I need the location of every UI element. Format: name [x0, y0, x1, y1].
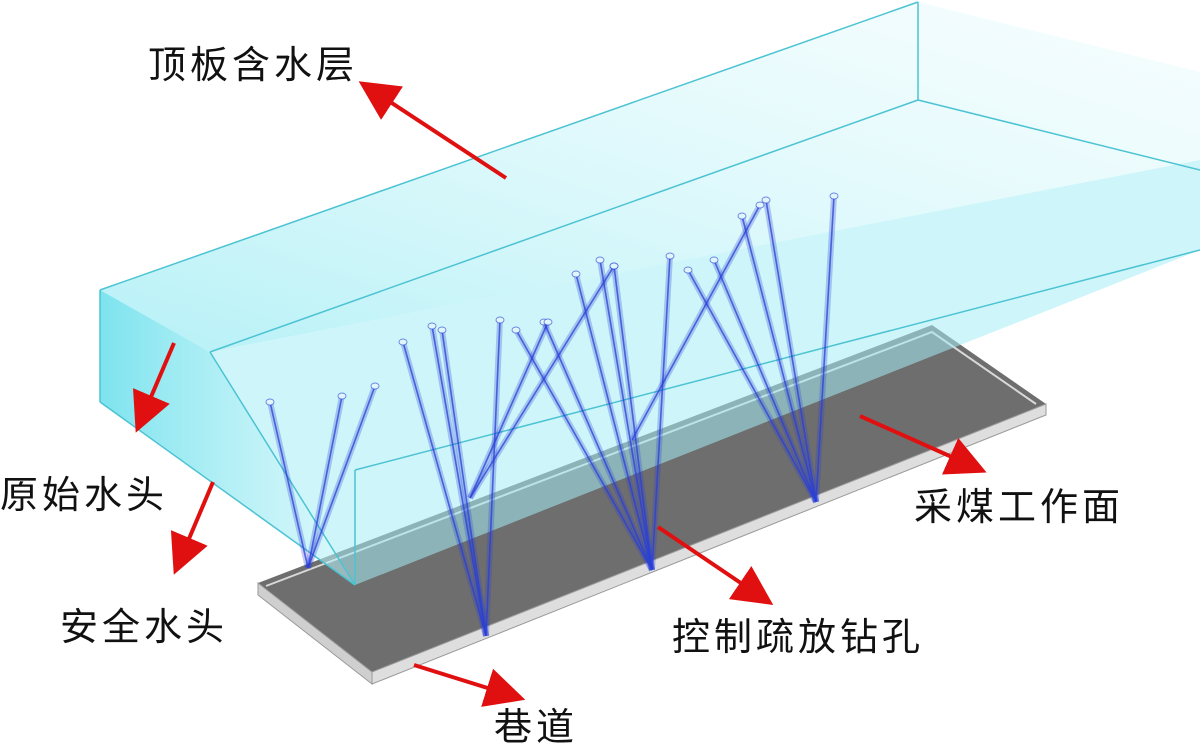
borehole-core — [307, 385, 376, 569]
borehole-core — [631, 204, 761, 441]
borehole-cap — [737, 212, 747, 220]
borehole-core — [575, 273, 653, 571]
borehole-cap — [543, 318, 553, 326]
borehole-core — [469, 265, 615, 499]
working-face-right-edge — [371, 403, 1047, 685]
borehole-core — [687, 269, 817, 503]
borehole-cap — [370, 382, 380, 390]
borehole-cap — [829, 192, 839, 200]
borehole-cap — [609, 262, 619, 270]
arrow-group — [133, 81, 987, 707]
borehole-cap — [761, 196, 771, 204]
borehole-core — [441, 329, 487, 637]
borehole-cap — [755, 201, 765, 209]
arrow-original-head — [133, 342, 176, 433]
label-original-head: 原始水头 — [0, 473, 168, 517]
borehole-core — [485, 319, 501, 637]
borehole-core — [765, 199, 817, 503]
arrow-aquifer — [358, 81, 508, 180]
borehole-core — [651, 255, 671, 571]
borehole-core — [269, 401, 309, 569]
borehole-core — [402, 341, 487, 637]
aquifer-long-face — [210, 160, 1200, 585]
borehole-cap — [665, 252, 675, 260]
borehole-cap — [709, 256, 719, 264]
borehole-cap — [427, 322, 437, 330]
arrow-safe-head — [170, 481, 215, 575]
borehole-core — [469, 321, 549, 499]
borehole-core — [713, 259, 817, 503]
label-aquifer: 顶板含水层 — [148, 43, 358, 87]
borehole-core — [307, 395, 343, 569]
working-face-top — [258, 325, 1046, 672]
arrow-roadway — [413, 663, 526, 707]
label-working-face: 采煤工作面 — [914, 485, 1124, 529]
borehole-cap — [595, 256, 605, 264]
borehole-cap — [398, 338, 408, 346]
borehole-core — [543, 321, 653, 571]
label-roadway: 巷道 — [494, 705, 578, 746]
borehole-cap — [571, 270, 581, 278]
borehole-core — [431, 325, 487, 637]
borehole-cap — [437, 326, 447, 334]
label-drainage-boreholes: 控制疏放钻孔 — [672, 615, 924, 659]
borehole-cap — [511, 326, 521, 334]
borehole-cap — [337, 392, 347, 400]
borehole-cap — [495, 316, 505, 324]
borehole-group — [265, 192, 839, 637]
borehole-core — [515, 329, 653, 571]
aquifer-box — [99, 1, 1200, 586]
aquifer-top-face — [100, 2, 1200, 352]
label-safe-head: 安全水头 — [60, 605, 228, 649]
arrow-drainage-boreholes — [656, 525, 774, 605]
borehole-cap — [265, 398, 275, 406]
borehole-core — [613, 265, 653, 571]
arrow-working-face — [859, 414, 987, 475]
borehole-cap — [683, 266, 693, 274]
borehole-core — [599, 259, 653, 571]
borehole-core — [741, 215, 817, 503]
borehole-core — [815, 195, 835, 503]
